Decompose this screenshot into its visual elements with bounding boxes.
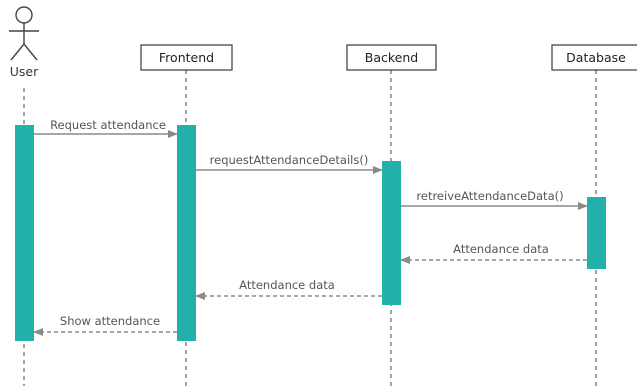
participant-label: Backend <box>365 50 418 65</box>
message-request-attendance: Request attendance <box>34 118 178 138</box>
participant-label: Database <box>566 50 626 65</box>
message-return-backend-to-frontend: Attendance data <box>195 278 382 300</box>
participant-frontend: Frontend <box>140 44 233 71</box>
message-show-attendance: Show attendance <box>33 314 177 336</box>
message-label: requestAttendanceDetails() <box>210 153 369 167</box>
activation-bar-user <box>15 125 34 341</box>
participant-database: Database <box>551 44 637 71</box>
participant-backend: Backend <box>346 44 437 71</box>
stick-figure-icon <box>9 6 39 61</box>
participant-label: Frontend <box>159 50 214 65</box>
activation-bar-frontend <box>177 125 196 341</box>
activation-bar-backend <box>382 161 401 305</box>
activation-bar-database <box>587 197 606 269</box>
message-return-database-to-backend: Attendance data <box>400 242 587 264</box>
message-request-attendance-details: requestAttendanceDetails() <box>196 153 383 174</box>
message-label: Attendance data <box>239 278 335 292</box>
message-label: Request attendance <box>50 118 166 132</box>
message-retrieve-attendance-data: retreiveAttendanceData() <box>401 189 588 210</box>
actor-label: User <box>10 64 39 79</box>
actor-user: User <box>9 6 39 79</box>
message-label: retreiveAttendanceData() <box>416 189 563 203</box>
message-label: Attendance data <box>453 242 549 256</box>
message-label: Show attendance <box>60 314 160 328</box>
